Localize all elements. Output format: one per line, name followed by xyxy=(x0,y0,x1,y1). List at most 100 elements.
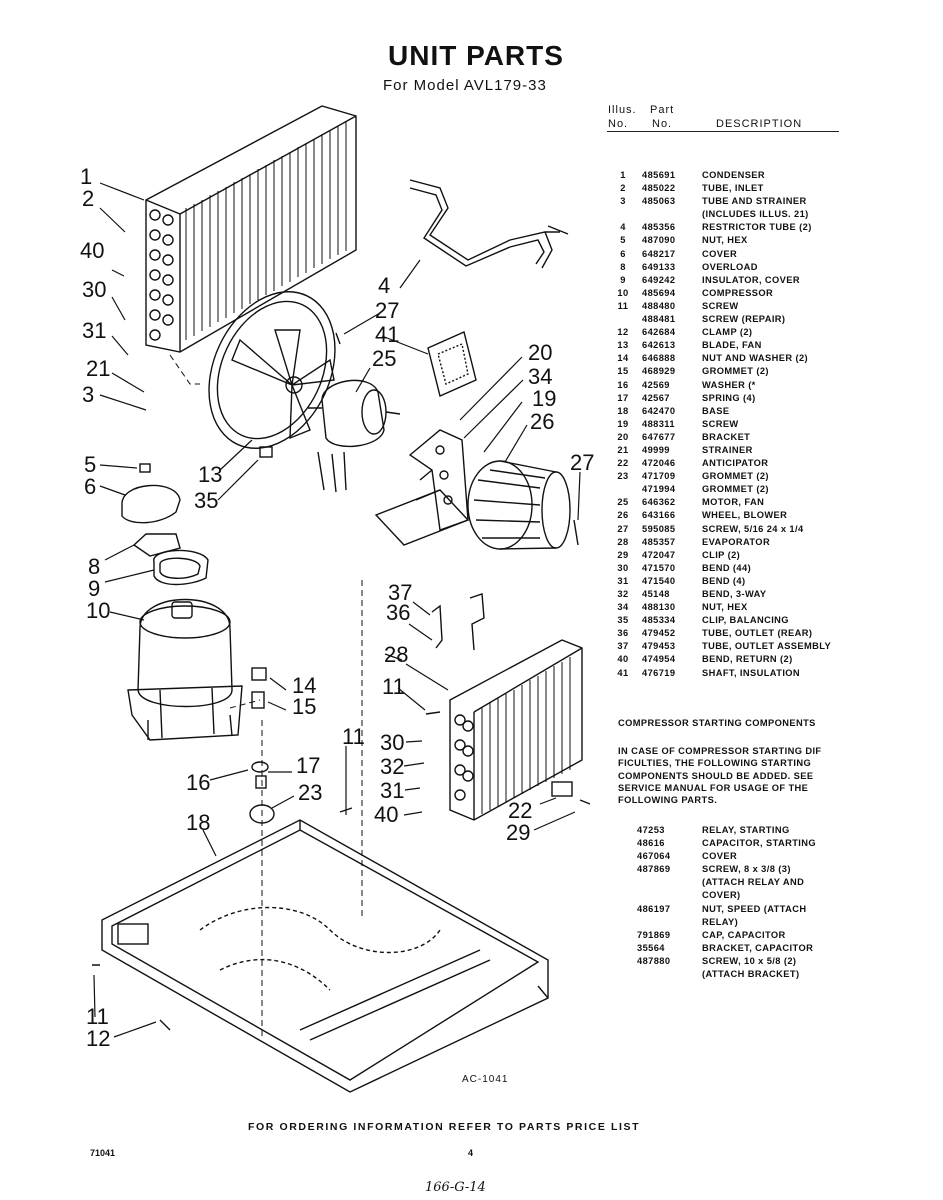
part-description: BRACKET xyxy=(702,431,751,442)
part-description: NUT AND WASHER (2) xyxy=(702,353,809,364)
callout-leaders xyxy=(93,182,581,1038)
part-description: MOTOR, FAN xyxy=(702,497,765,508)
shaft-insulation xyxy=(427,331,477,397)
part-no: 479453 xyxy=(642,641,676,652)
part-description: BEND, 3-WAY xyxy=(702,589,767,599)
note-line: COMPONENTS SHOULD BE ADDED. SEE xyxy=(618,770,814,781)
illus-no: 6 xyxy=(620,248,626,259)
base-pan xyxy=(101,819,549,1093)
part-description: COVER xyxy=(702,248,738,259)
part-description: BEND (44) xyxy=(702,562,752,573)
callout-37: 37 xyxy=(388,580,412,605)
illus-no: 25 xyxy=(617,497,629,508)
callout-31b: 31 xyxy=(380,778,404,803)
part-no: 485022 xyxy=(642,183,676,194)
part-description: COVER) xyxy=(702,890,741,901)
part-no: 646362 xyxy=(642,497,676,508)
callout-35: 35 xyxy=(194,488,218,513)
callout-40: 40 xyxy=(80,238,104,263)
part-no: 649242 xyxy=(642,274,676,285)
part-no: 488311 xyxy=(642,418,675,429)
part-no: 468929 xyxy=(642,366,676,377)
part-no: 45148 xyxy=(642,589,670,599)
callout-8: 8 xyxy=(88,554,100,579)
part-no: 49999 xyxy=(642,444,670,455)
part-description: NUT, HEX xyxy=(702,602,748,613)
part-description: TUBE, OUTLET (REAR) xyxy=(702,628,813,639)
callout-26: 26 xyxy=(530,409,554,434)
part-description: NUT, SPEED (ATTACH xyxy=(702,903,807,914)
callout-1: 1 xyxy=(80,164,92,189)
part-description: SCREW, 5/16 24 x 1/4 xyxy=(702,523,804,534)
illus-no: 12 xyxy=(617,327,629,338)
illus-no: 34 xyxy=(617,602,629,613)
illus-no: 9 xyxy=(620,274,626,285)
callout-23: 23 xyxy=(298,780,322,805)
callout-5: 5 xyxy=(84,452,96,477)
part-no: 485691 xyxy=(642,170,676,180)
part-description: CONDENSER xyxy=(702,170,766,180)
part-no: 648217 xyxy=(642,248,676,259)
part-description: RELAY) xyxy=(702,916,739,927)
part-description: STRAINER xyxy=(702,444,753,455)
callout-28: 28 xyxy=(384,642,408,667)
part-description: TUBE AND STRAINER xyxy=(702,196,807,207)
callout-11c: 11 xyxy=(382,674,405,699)
part-no: 485694 xyxy=(642,287,676,298)
part-description: GROMMET (2) xyxy=(702,484,769,495)
part-description: (INCLUDES ILLUS. 21) xyxy=(702,209,809,220)
part-no: 47253 xyxy=(637,825,665,835)
part-no: 471709 xyxy=(642,471,676,482)
footer-note: FOR ORDERING INFORMATION REFER TO PARTS … xyxy=(248,1121,641,1133)
model-subtitle: For Model AVL179-33 xyxy=(383,77,547,94)
illus-no: 1 xyxy=(620,170,626,180)
part-no: 647677 xyxy=(642,431,676,442)
part-description: CLIP, BALANCING xyxy=(702,615,789,626)
part-description: BRACKET, CAPACITOR xyxy=(702,942,814,953)
callout-36: 36 xyxy=(386,600,410,625)
part-no: 646888 xyxy=(642,353,676,364)
callout-32: 32 xyxy=(380,754,404,779)
callout-15: 15 xyxy=(292,694,316,719)
illus-no: 28 xyxy=(617,536,629,547)
part-no: 485063 xyxy=(642,196,676,207)
header-rule xyxy=(607,131,839,132)
illus-no: 41 xyxy=(617,667,629,678)
compressor-cover xyxy=(121,484,181,524)
callout-12: 12 xyxy=(86,1026,110,1051)
compressor-section-title: COMPRESSOR STARTING COMPONENTS xyxy=(618,718,816,728)
part-no: 488130 xyxy=(642,602,676,613)
restrictor-tube xyxy=(409,179,569,269)
part-no: 487869 xyxy=(637,864,671,875)
part-no: 642470 xyxy=(642,405,676,416)
note-line: FOLLOWING PARTS. xyxy=(618,795,718,806)
callout-6: 6 xyxy=(84,474,96,499)
callout-2: 2 xyxy=(82,186,94,211)
illus-no: 29 xyxy=(617,549,629,560)
part-no: 486197 xyxy=(637,903,671,914)
header-part-no: No. xyxy=(652,118,673,130)
illus-no: 23 xyxy=(617,471,629,482)
page-title: UNIT PARTS xyxy=(388,40,564,71)
part-no: 471994 xyxy=(642,484,676,495)
callout-30: 30 xyxy=(82,277,106,302)
callout-40b: 40 xyxy=(374,802,398,827)
motor-bracket xyxy=(374,429,470,546)
part-description: GROMMET (2) xyxy=(702,471,769,482)
part-description: GROMMET (2) xyxy=(702,366,769,377)
fan-motor xyxy=(308,379,401,493)
illus-no: 15 xyxy=(617,366,629,377)
part-no: 467064 xyxy=(637,851,671,862)
part-no: 476719 xyxy=(642,667,676,678)
part-no: 471540 xyxy=(642,575,676,586)
part-description: BASE xyxy=(702,405,730,416)
part-no: 595085 xyxy=(642,523,676,534)
part-description: SPRING (4) xyxy=(702,392,756,403)
part-description: INSULATOR, COVER xyxy=(702,274,800,285)
compressor xyxy=(127,598,243,741)
part-no: 471570 xyxy=(642,562,676,573)
part-description: COMPRESSOR xyxy=(702,287,774,298)
callout-21: 21 xyxy=(86,356,110,381)
callout-14: 14 xyxy=(292,673,316,698)
